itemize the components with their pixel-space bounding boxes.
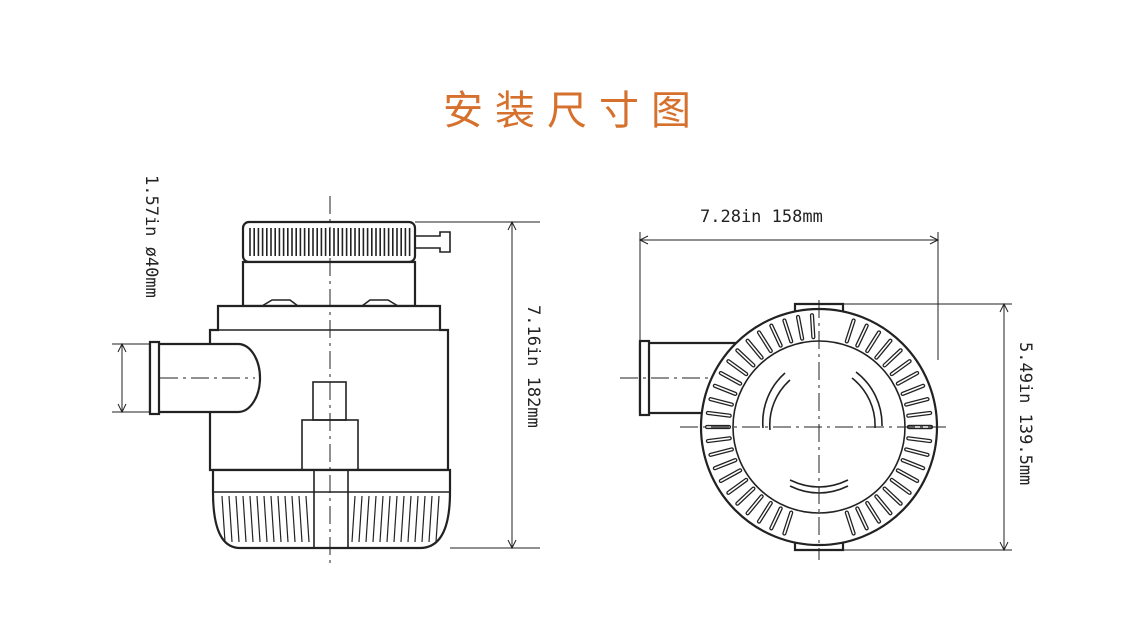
strainer-rib (263, 495, 268, 543)
radial-slot-inner (901, 384, 924, 395)
radial-slot-inner (709, 398, 733, 406)
outlet-dimension-label: 1.57in ø40mm (141, 175, 161, 298)
radial-slot-inner (770, 324, 782, 347)
strainer-rib (235, 495, 240, 543)
strainer-rib (428, 495, 433, 543)
radial-slot-inner (866, 502, 880, 523)
radial-slot-inner (897, 469, 918, 482)
strainer-rib (298, 495, 303, 543)
strainer-radial-slots (704, 313, 934, 536)
strainer-ribs (221, 495, 440, 543)
outlet-pipe-lip (148, 340, 161, 416)
cap-nipple (414, 231, 451, 253)
radial-slot-inner (891, 360, 911, 375)
radial-slot-inner (883, 349, 902, 367)
radial-slot-inner (709, 448, 733, 456)
page-title: 安装尺寸图 (443, 88, 703, 134)
height-dim-arrows (507, 220, 517, 550)
radial-slot-inner (891, 479, 911, 494)
strainer-rib (379, 495, 384, 543)
strainer-rib (291, 495, 296, 543)
inner-arc-left (768, 379, 791, 431)
radial-slot-inner (901, 459, 924, 470)
strainer-rib (365, 495, 370, 543)
strainer-rib (256, 495, 261, 543)
strainer-rib (228, 495, 233, 543)
radial-slot-inner (727, 479, 747, 494)
strainer-rib (242, 495, 247, 543)
strainer-rib (351, 495, 356, 543)
inner-arc-right-outer (855, 371, 883, 427)
radial-slot-inner (905, 398, 929, 406)
width-dimension-label: 7.28in 158mm (700, 207, 823, 227)
bottom-view: 7.28in 158mm 5.49in 139.5mm (620, 207, 1035, 560)
strainer-rib (421, 495, 426, 543)
radial-slot-inner (736, 349, 755, 367)
radial-slot-inner (736, 487, 755, 505)
pump-collar (241, 260, 417, 308)
width-dim-arrows (638, 235, 940, 245)
radial-slot-inner (707, 412, 731, 417)
strainer-rib (277, 495, 282, 543)
radial-slot-inner (907, 412, 931, 417)
radial-slot-inner (905, 448, 929, 456)
radial-slot-inner (758, 502, 772, 523)
strainer-rib (407, 495, 412, 543)
radial-slot-inner (856, 324, 868, 347)
radial-slot-inner (897, 372, 918, 385)
radial-slot-inner (875, 339, 892, 359)
strainer-rib (221, 495, 226, 543)
radial-slot-inner (770, 507, 782, 530)
strainer-rib (270, 495, 275, 543)
radial-slot-inner (714, 459, 737, 470)
strainer-base (211, 468, 452, 550)
strainer-rib (400, 495, 405, 543)
radial-slot-inner (856, 507, 868, 530)
strainer-rib (435, 495, 440, 543)
outlet-dim-arrows (117, 342, 127, 414)
radial-slot-inner (866, 331, 880, 352)
radial-slot-inner (720, 372, 741, 385)
cap-knurling (249, 228, 411, 256)
radial-slot-inner (883, 487, 902, 505)
radial-slot-inner (846, 511, 855, 535)
depth-dimension-label: 5.49in 139.5mm (1015, 342, 1035, 485)
radial-slot-inner (746, 339, 763, 359)
radial-slot-inner (720, 469, 741, 482)
collar-notch-left (261, 299, 299, 307)
strainer-center-slot (313, 469, 349, 549)
radial-slot-inner (783, 511, 792, 535)
radial-slot-inner (811, 314, 815, 338)
depth-dim-arrows (999, 302, 1009, 552)
inner-arc-right (851, 377, 876, 429)
strainer-rib (284, 495, 289, 543)
strainer-rib (386, 495, 391, 543)
inner-arc-left-outer (761, 372, 786, 429)
strainer-rib (358, 495, 363, 543)
strainer-rib (249, 495, 254, 543)
radial-slot-inner (875, 495, 892, 515)
radial-slot-inner (846, 319, 855, 343)
radial-slot-inner (707, 437, 731, 442)
radial-slot-inner (797, 316, 803, 340)
collar-notch-right (361, 299, 399, 307)
strainer-rib (372, 495, 377, 543)
radial-slot-inner (783, 319, 792, 343)
strainer-rib (393, 495, 398, 543)
radial-slot-inner (714, 384, 737, 395)
radial-slot-inner (727, 360, 747, 375)
height-dimension-label: 7.16in 182mm (523, 305, 543, 428)
radial-slot-inner (758, 331, 772, 352)
side-view: 1.57in ø40mm 7.16in 182mm (112, 175, 543, 566)
strainer-rib (305, 495, 310, 543)
radial-slot-inner (746, 495, 763, 515)
strainer-rib (414, 495, 419, 543)
radial-slot-inner (907, 437, 931, 442)
